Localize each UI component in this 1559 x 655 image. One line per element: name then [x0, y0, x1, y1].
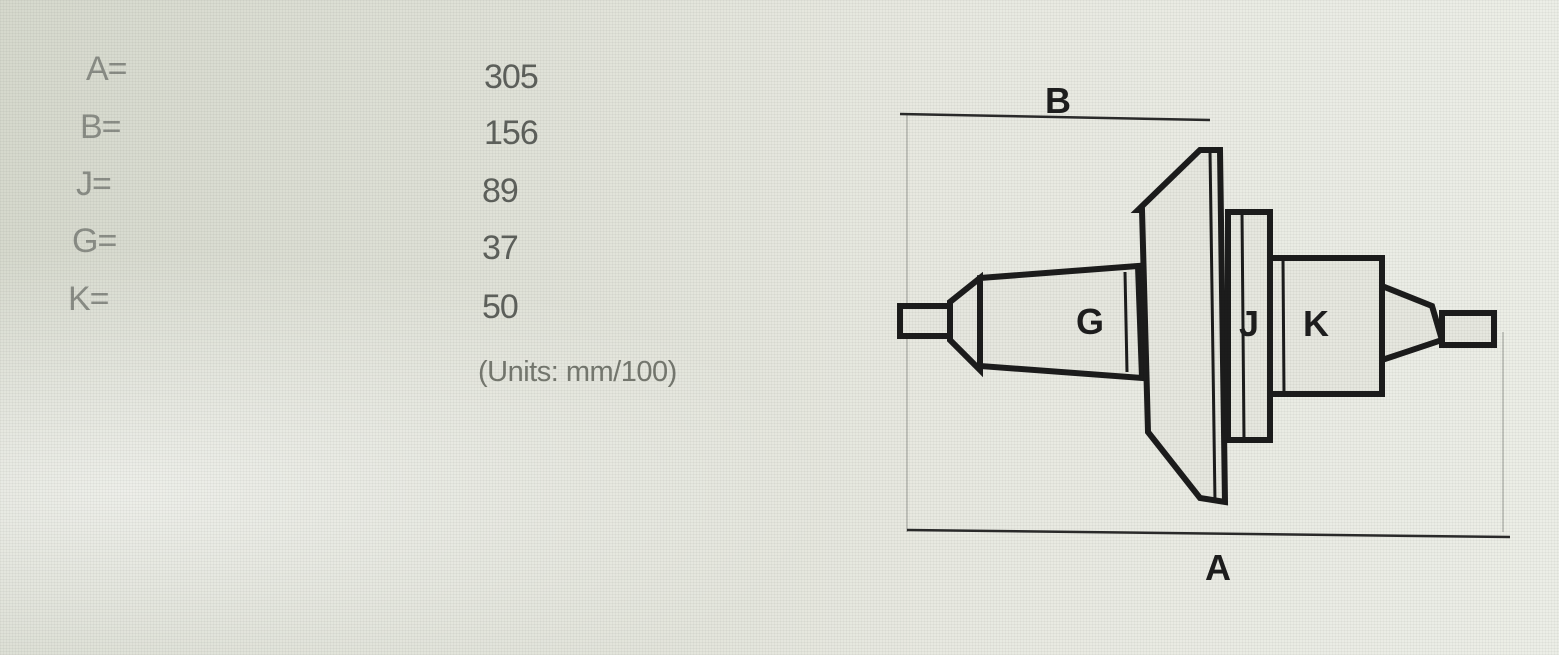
dimension-line-b — [899, 112, 1211, 122]
dimension-line-a — [906, 528, 1511, 539]
units-note: (Units: mm/100) — [478, 356, 677, 388]
section-g — [977, 262, 1146, 382]
section-j-edge — [1240, 211, 1246, 441]
param-value-b: 156 — [484, 114, 539, 152]
wheel-assembly — [897, 147, 1497, 506]
shaft-end-left — [897, 303, 953, 339]
section-label-j: J — [1239, 303, 1259, 344]
param-label-k: K= — [68, 280, 110, 318]
dimension-diagram: B A — [880, 70, 1520, 600]
shaft-taper-left — [947, 271, 983, 378]
main-disc-edge — [1208, 149, 1217, 503]
shaft-end-right — [1439, 310, 1497, 348]
section-label-k: K — [1303, 303, 1329, 344]
dimension-label-a: A — [1205, 547, 1231, 588]
section-label-g: G — [1076, 301, 1104, 342]
param-value-k: 50 — [482, 288, 519, 326]
section-k-edge — [1281, 257, 1286, 395]
dimension-label-b: B — [1045, 80, 1071, 121]
shaft-taper-right — [1379, 281, 1446, 365]
param-label-b: B= — [80, 108, 122, 146]
param-label-j: J= — [76, 165, 112, 203]
main-disc — [1130, 147, 1229, 506]
section-k — [1267, 255, 1385, 397]
param-value-a: 305 — [484, 58, 539, 96]
param-value-j: 89 — [482, 172, 519, 210]
section-g-edge — [1123, 271, 1129, 373]
section-j — [1225, 209, 1273, 443]
param-label-g: G= — [72, 222, 117, 260]
param-value-g: 37 — [482, 229, 519, 267]
param-label-a: A= — [86, 50, 128, 88]
